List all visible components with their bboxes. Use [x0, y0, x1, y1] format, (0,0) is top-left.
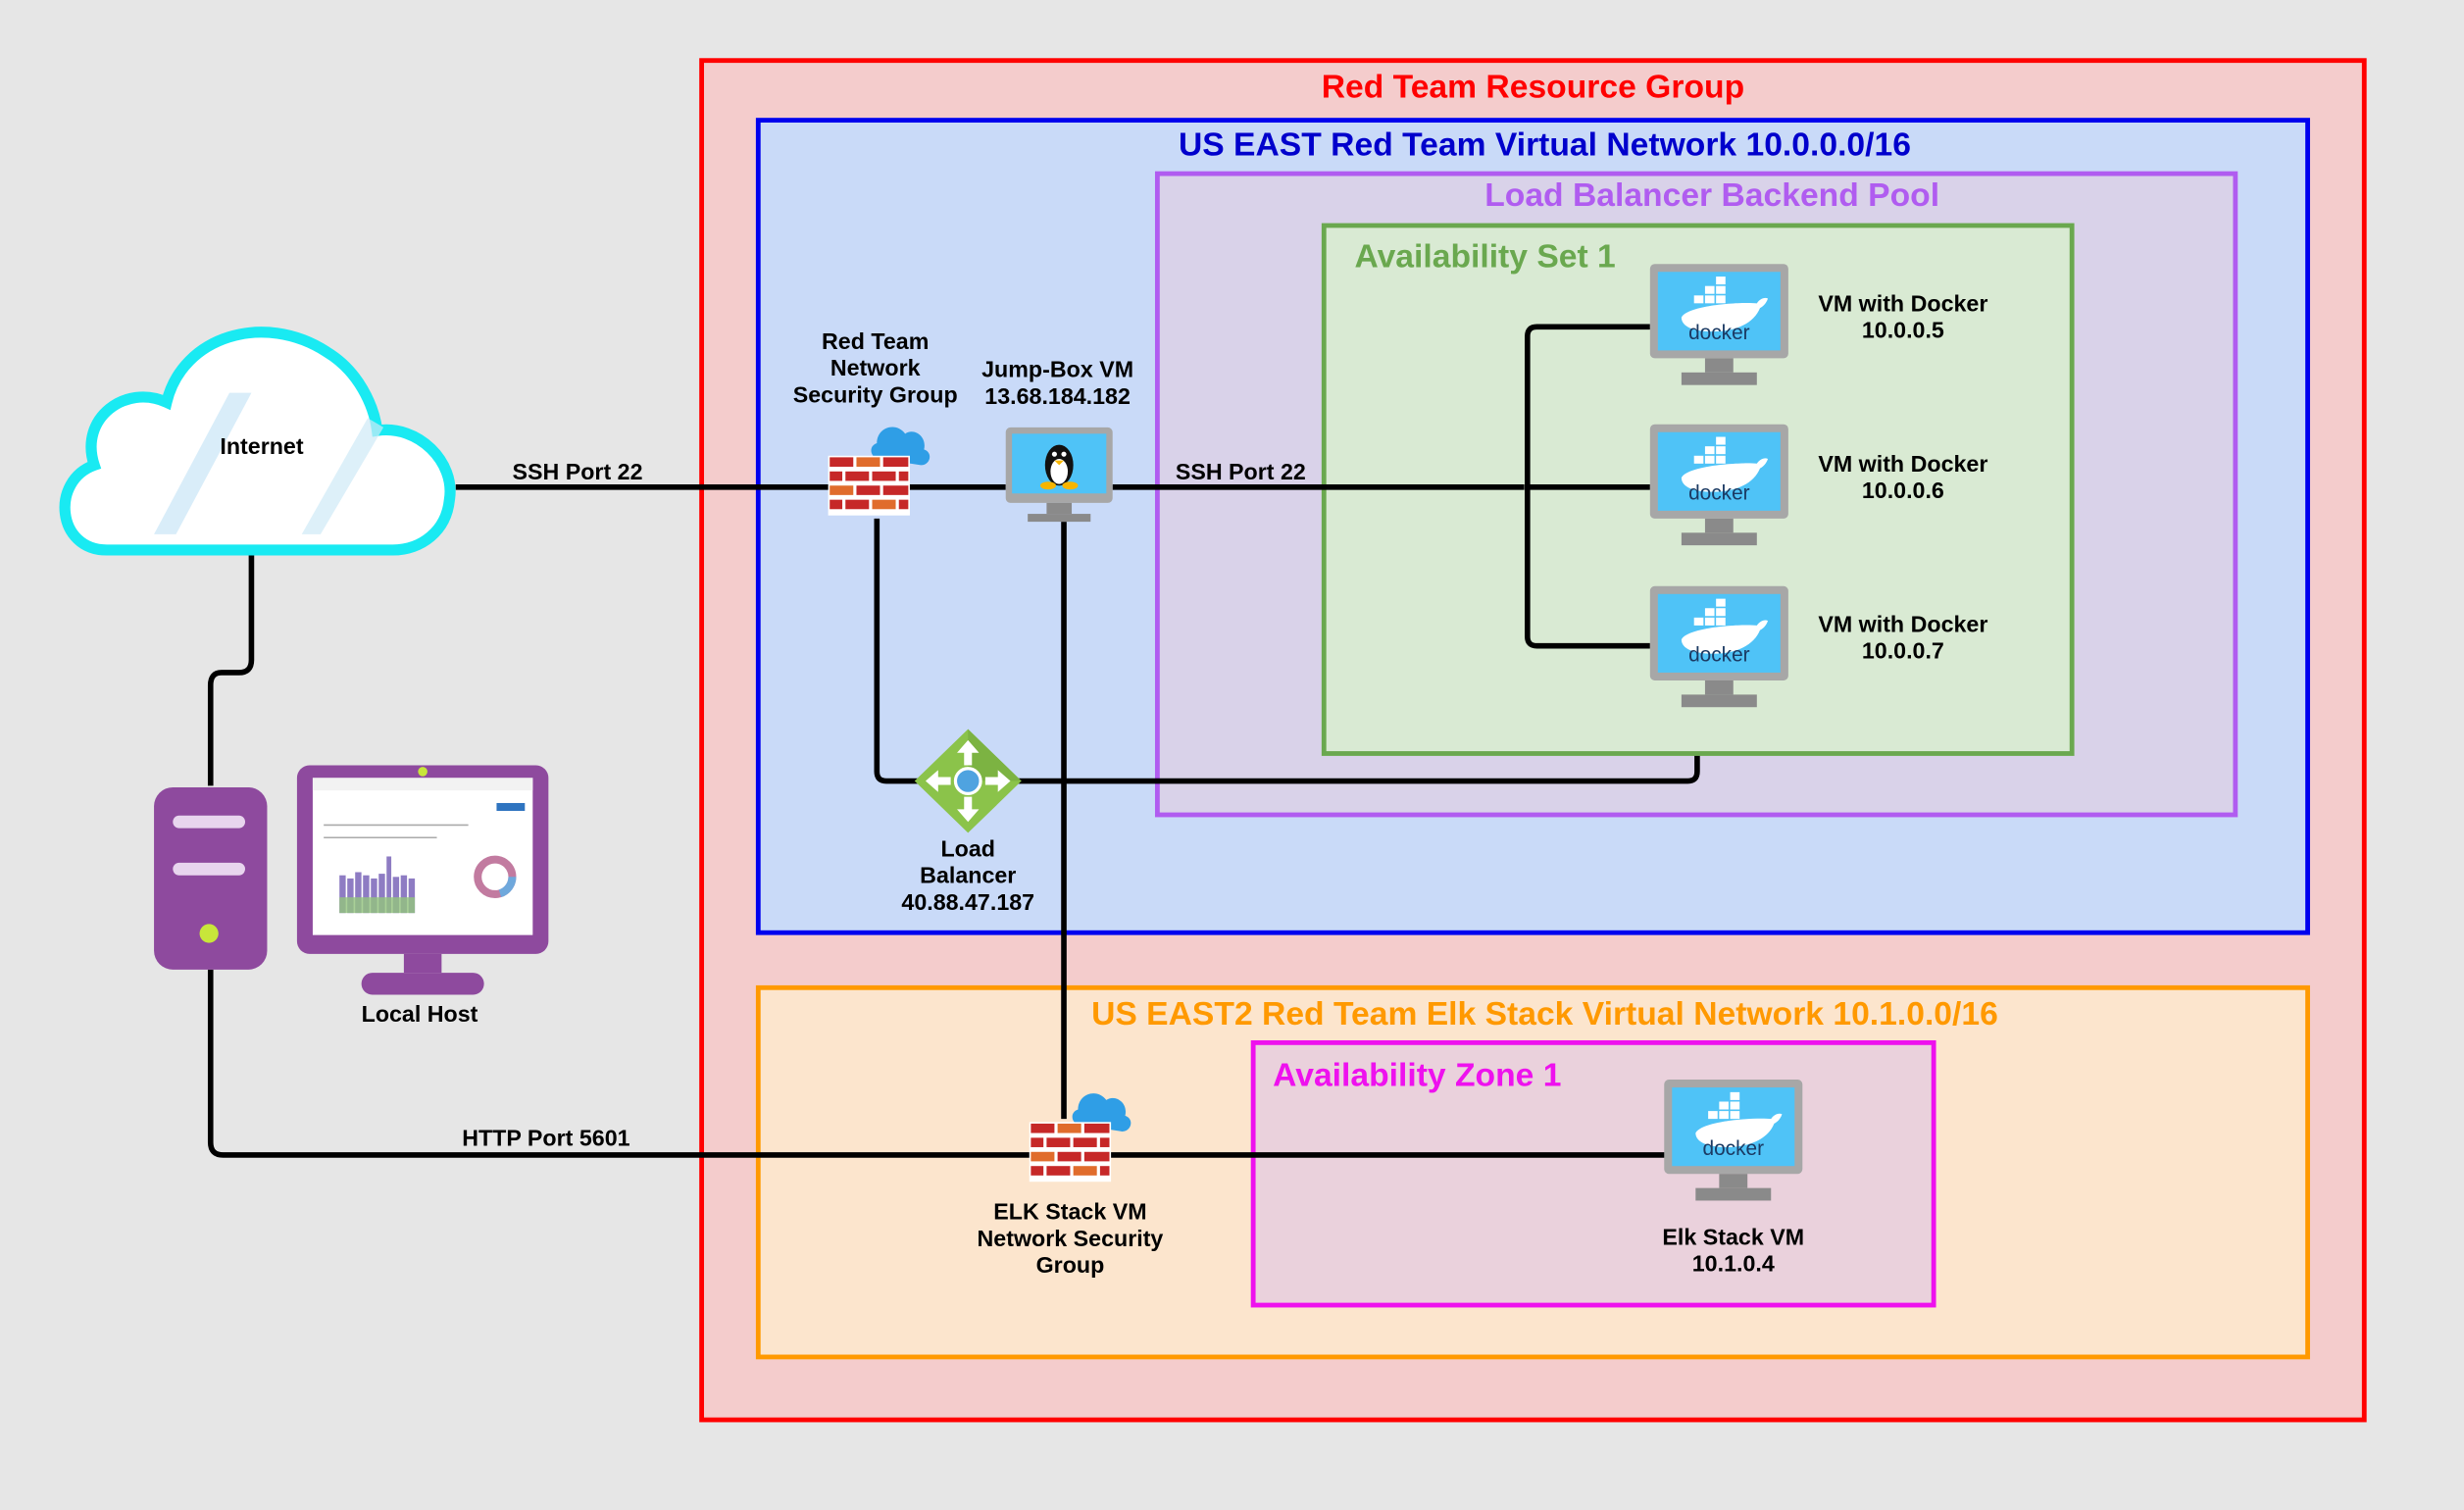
docker-monitor-icon: docker [1664, 1080, 1803, 1201]
server-tower-icon [154, 786, 268, 970]
docker-monitor-icon: docker [1649, 424, 1788, 546]
docker-monitor-icon: docker [1649, 264, 1788, 385]
http-kibana-label: HTTP Port 5601 [462, 1127, 630, 1152]
http-kibana-line [207, 969, 1031, 1158]
backend-pool-title: Load Balancer Backend Pool [1484, 177, 1940, 214]
internet-label: Internet [220, 434, 304, 461]
lb-pool-line [1008, 755, 1700, 784]
load-balancer-icon [914, 729, 1022, 833]
ssh-jumpbox-label: SSH Port 22 [1175, 460, 1306, 486]
firewall-icon [1029, 1093, 1131, 1183]
availability-zone-box [1250, 1039, 1936, 1308]
docker-monitor-icon: docker [1649, 585, 1788, 708]
local-host-monitor-icon [296, 765, 549, 995]
vnet2-title: US EAST2 Red Team Elk Stack Virtual Netw… [1091, 996, 1998, 1032]
ssh-internet-label: SSH Port 22 [512, 460, 643, 486]
availability-set-title: Availability Set 1 [1354, 238, 1616, 276]
docker-logo-text: docker [1688, 482, 1750, 505]
linux-monitor-icon [1005, 427, 1113, 523]
resource-group-title: Red Team Resource Group [1321, 69, 1745, 106]
firewall-icon [828, 427, 930, 516]
docker-logo-text: docker [1703, 1137, 1765, 1160]
vm-bus-line [1525, 324, 1650, 649]
internet-localhost-line [207, 553, 255, 786]
nsg-lb-line [874, 518, 928, 784]
cloud-icon [59, 327, 456, 556]
docker-logo-text: docker [1688, 322, 1750, 344]
docker-logo-text: docker [1688, 644, 1750, 667]
availability-zone-title: Availability Zone 1 [1273, 1057, 1562, 1094]
local-host-label: Local Host [361, 1002, 478, 1029]
vnet1-title: US EAST Red Team Virtual Network 10.0.0.… [1178, 126, 1911, 164]
